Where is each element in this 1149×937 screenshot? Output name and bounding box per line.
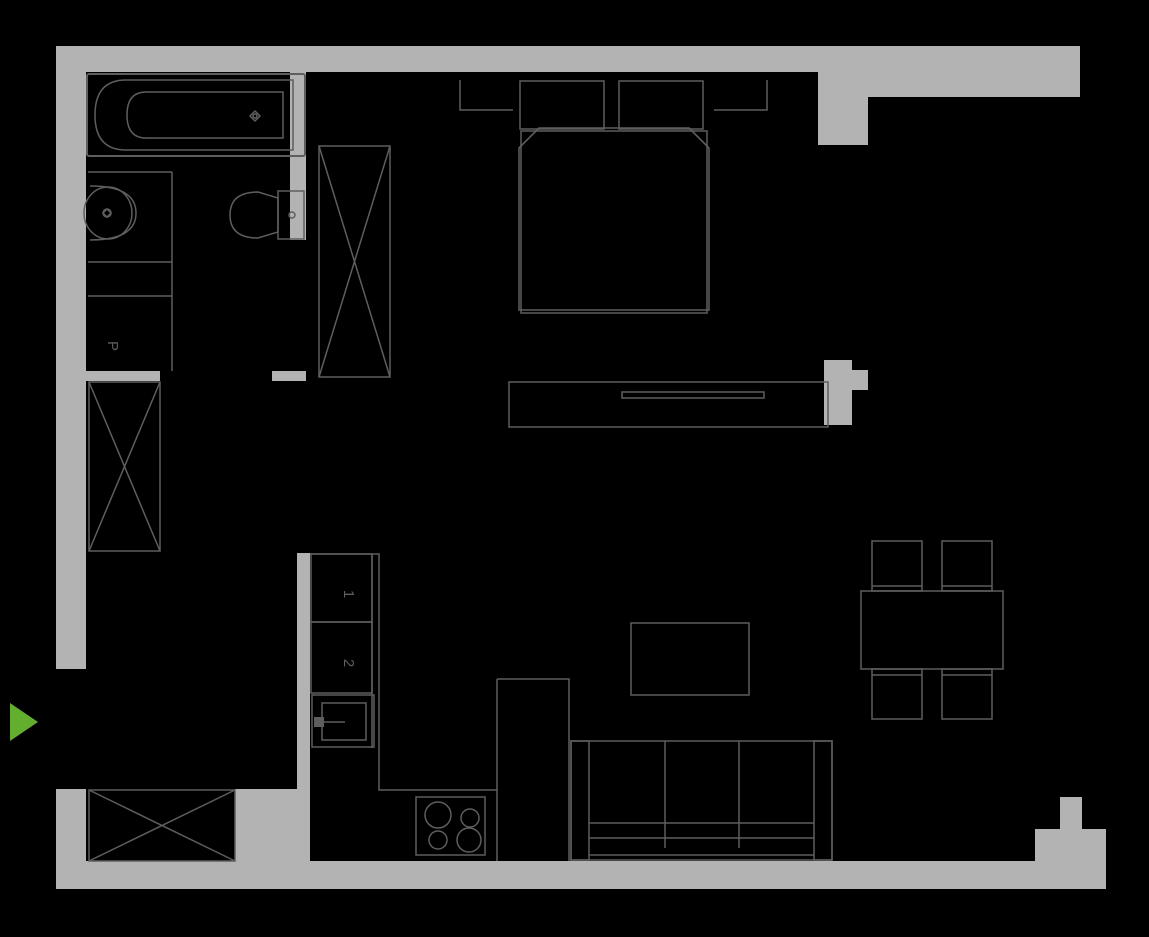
wall-left-upper <box>56 46 86 669</box>
bathtub-inner-rim <box>94 79 294 151</box>
shelf-right <box>714 80 768 111</box>
toilet-flush-icon <box>288 211 296 219</box>
entrance-arrow-icon[interactable] <box>10 703 38 741</box>
entrance-marker-group[interactable] <box>10 703 38 741</box>
cooktop-burner-small-2 <box>428 830 448 850</box>
kitchen-tall-unit <box>496 678 570 861</box>
bed-fold-right <box>688 127 710 149</box>
closet-b-cross-2 <box>88 381 161 552</box>
pillow-right <box>618 80 704 130</box>
wall-bottom <box>56 797 1106 889</box>
bathtub-drain-center <box>252 113 258 119</box>
shelf-left <box>459 80 513 111</box>
bedroom-furniture <box>459 80 829 428</box>
toilet-bowl <box>229 191 279 239</box>
toilet-cistern <box>277 190 305 240</box>
kitchen-furniture: 1 2 <box>310 553 570 861</box>
washbasin-bowl <box>83 186 133 240</box>
closet-c-cross-2 <box>88 789 236 862</box>
dining-table-outline <box>860 590 1004 670</box>
dining-chair-bottom-left <box>871 668 923 720</box>
wall-bottom-right-step <box>1035 797 1106 889</box>
closet-c-outline <box>88 789 236 862</box>
wall-bathroom-bottom-right <box>272 371 306 381</box>
kitchen-cabinet-2 <box>310 621 373 694</box>
coffee-table-outline <box>630 622 750 696</box>
sofa-outline <box>570 740 833 861</box>
cooktop-burner-large-1 <box>424 801 452 829</box>
bed-mattress-outline <box>520 130 708 314</box>
dining-chair-bottom-right <box>941 668 993 720</box>
kitchen-faucet-base <box>314 717 324 727</box>
dining-chair-top-right <box>941 540 993 592</box>
closet-a-cross-2 <box>318 145 391 378</box>
wall-bathroom-bottom-left <box>86 371 160 381</box>
tv-console-drawer <box>621 391 765 399</box>
tv-console-outline <box>508 381 829 428</box>
washbasin-drain-icon <box>102 208 112 218</box>
wall-hall-kitchen <box>297 553 310 861</box>
kitchen-counter-run <box>310 553 497 791</box>
wall-closet-c-sill <box>86 861 297 889</box>
bathtub-outline <box>86 73 306 157</box>
bathroom-fixtures: P <box>83 73 306 371</box>
sofa-arm-right <box>813 740 833 861</box>
pillow-left <box>519 80 605 130</box>
cooktop-outline <box>415 796 486 856</box>
kitchen-sink-outline <box>311 694 375 748</box>
living-room-furniture <box>570 540 1004 861</box>
kitchen-cabinet-1-label: 1 <box>340 590 357 598</box>
bed-duvet <box>518 127 710 311</box>
bathtub-drain-icon <box>248 109 262 123</box>
dining-chair-top-left <box>871 540 923 592</box>
bed-fold-left <box>518 127 540 149</box>
kitchen-cabinet-2-label: 2 <box>340 659 357 667</box>
cooktop-burner-small-1 <box>460 808 480 828</box>
bathtub-basin <box>126 91 284 139</box>
washbasin-outline <box>89 185 137 241</box>
wall-closet-c-right <box>235 789 297 861</box>
washer-label: P <box>104 341 121 351</box>
walls-layer <box>56 46 1106 889</box>
wall-top <box>56 46 1080 145</box>
washbasin-drain-mark <box>101 207 113 219</box>
closet-b-outline <box>88 381 161 552</box>
kitchen-cabinet-1 <box>310 553 373 623</box>
closet-a-outline <box>318 145 391 378</box>
cooktop-burner-large-2 <box>456 827 482 853</box>
closets-layer <box>88 145 391 862</box>
sofa-arm-left <box>570 740 590 861</box>
wall-bedroom-niche <box>824 360 868 425</box>
wall-left-lower <box>56 789 86 861</box>
